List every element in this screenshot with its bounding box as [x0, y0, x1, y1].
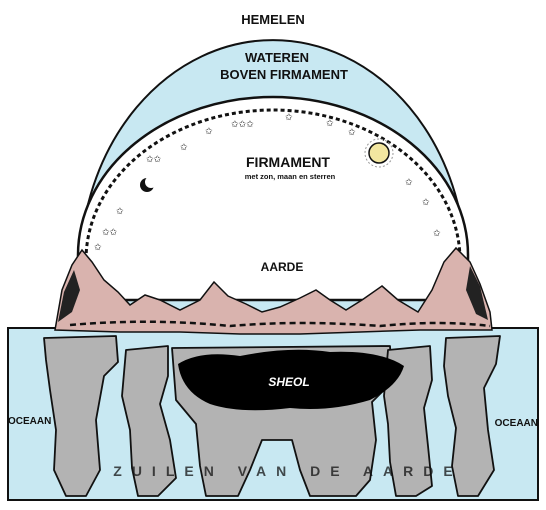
star-icon: ✩ — [116, 207, 124, 217]
star-icon: ✩ — [348, 128, 356, 138]
earth-label: AARDE — [261, 260, 304, 274]
waters-label-line2: BOVEN FIRMAMENT — [220, 67, 348, 82]
firmament-sublabel: met zon, maan en sterren — [245, 172, 336, 181]
star-icon: ✩ — [205, 127, 213, 137]
ocean-right-label: OCEAAN — [495, 418, 538, 429]
sheol-label: SHEOL — [268, 375, 309, 389]
firmament-label: FIRMAMENT — [246, 154, 330, 170]
ocean-left-label: OCEAAN — [8, 416, 51, 427]
waters-label-line1: WATEREN — [245, 50, 309, 65]
star-icon: ✩ — [180, 143, 188, 153]
star-icon: ✩✩ — [146, 155, 162, 165]
star-icon: ✩ — [422, 198, 430, 208]
star-icon: ✩ — [433, 229, 441, 239]
star-icon: ✩ — [94, 243, 102, 253]
star-icon: ✩✩ — [102, 228, 118, 238]
heavens-label: HEMELEN — [241, 12, 305, 27]
star-icon: ✩ — [326, 119, 334, 129]
star-icon: ✩✩✩ — [231, 120, 254, 130]
star-icon: ✩ — [405, 178, 413, 188]
pillars-label: ZUILEN VAN DE AARDE — [113, 463, 462, 479]
star-icon: ✩ — [285, 113, 293, 123]
